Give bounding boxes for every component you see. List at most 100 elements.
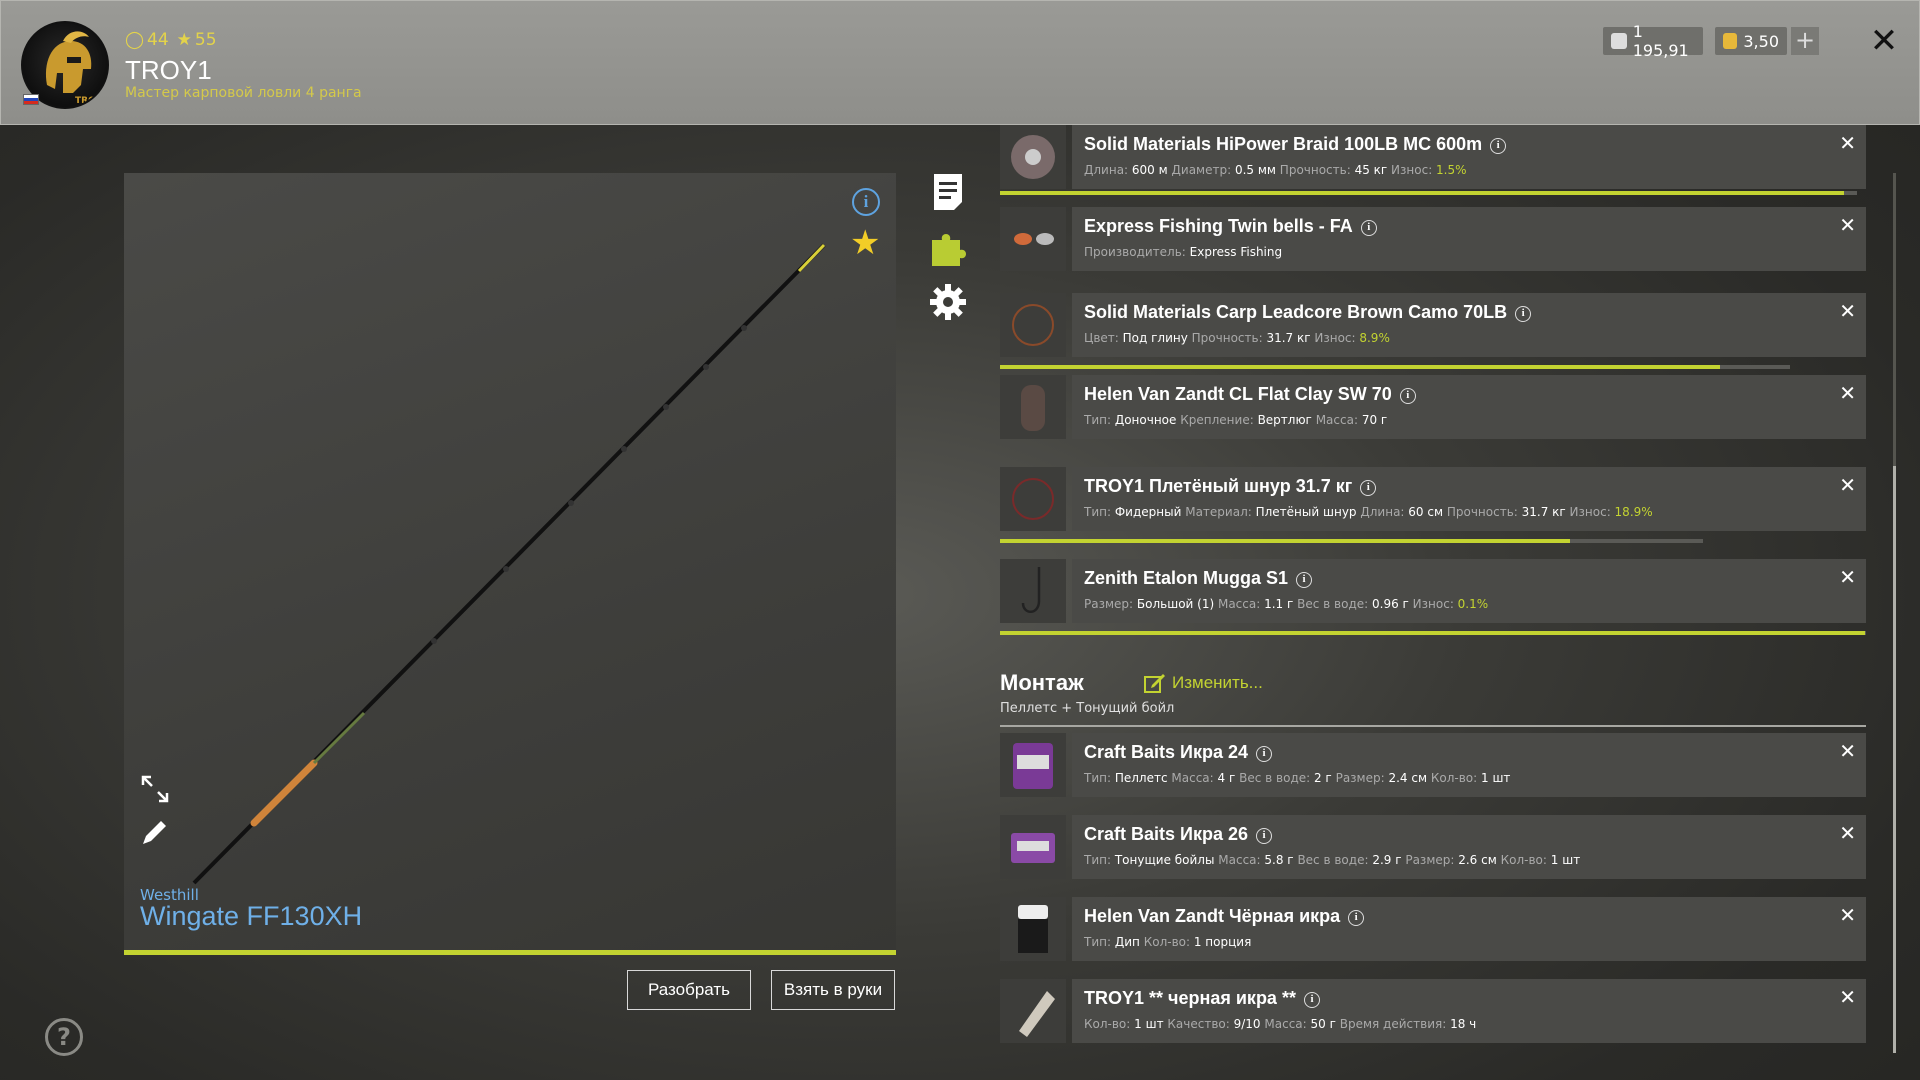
add-currency-button[interactable]: + [1791,27,1819,55]
prop-label: Тип: [1084,413,1115,427]
wear-bar-fill [1000,539,1571,543]
info-icon[interactable]: i [1296,572,1313,588]
player-rank: Мастер карповой ловли 4 ранга [125,85,362,101]
help-icon[interactable]: ? [45,1018,83,1056]
scrollbar-thumb[interactable] [1893,466,1896,1053]
remove-item-button[interactable]: ✕ [1839,903,1856,927]
tackle-item-body: TROY1 ** черная икра ** i Кол-во: 1 шт Ка… [1072,979,1866,1043]
gear-icon[interactable] [928,282,968,322]
info-icon[interactable]: i [1399,388,1416,404]
player-name: TROY1 [125,55,212,85]
prop-label: Крепление: [1180,413,1258,427]
bait-item[interactable]: TROY1 ** черная икра ** i Кол-во: 1 шт Ка… [1000,979,1866,1043]
tackle-item-title: Solid Materials Carp Leadcore Brown Camo… [1084,302,1532,323]
prop-value: 0.96 г [1372,597,1409,611]
prop-label: Кол-во: [1500,853,1551,867]
tackle-item-line[interactable]: Solid Materials HiPower Braid 100LB MC 6… [1000,125,1866,189]
remove-item-button[interactable]: ✕ [1839,565,1856,589]
prop-label: Кол-во: [1430,771,1481,785]
prop-label: Кол-во: [1084,1017,1135,1031]
remove-item-button[interactable]: ✕ [1839,821,1856,845]
expand-icon[interactable] [139,773,171,805]
level-value: 44 [147,30,169,50]
prop-label: Вес в воде: [1239,771,1314,785]
prop-value: 2.4 см [1388,771,1428,785]
remove-item-button[interactable]: ✕ [1839,739,1856,763]
tackle-item-props: Цвет: Под глину Прочность: 31.7 кг Износ… [1084,331,1390,345]
prop-label: Масса: [1315,413,1362,427]
prop-value: 45 кг [1354,163,1388,177]
tackle-item-props: Производитель: Express Fishing [1084,245,1282,259]
pencil-icon[interactable] [139,816,171,848]
remove-item-button[interactable]: ✕ [1839,985,1856,1009]
mount-edit-button[interactable]: Изменить... [1144,673,1263,693]
leader-thumb [1000,467,1066,531]
puzzle-icon[interactable] [928,226,968,266]
favorite-star-icon[interactable]: ★ [850,223,881,263]
prop-value: 31.7 кг [1521,505,1566,519]
prop-value: Плетёный шнур [1255,505,1357,519]
prop-label: Масса: [1217,597,1265,611]
prop-label: Вес в воде: [1297,597,1372,611]
remove-item-button[interactable]: ✕ [1839,473,1856,497]
wear-bar [1000,539,1703,543]
edit-icon [1144,674,1165,693]
info-icon[interactable]: i [1360,480,1377,496]
remove-item-button[interactable]: ✕ [1839,131,1856,155]
info-icon[interactable]: i [1256,746,1272,762]
list-scrollbar[interactable] [1893,173,1896,1053]
wear-label: Износ: [1314,331,1360,345]
info-icon[interactable]: i [1303,992,1320,1008]
info-icon[interactable]: i [1360,220,1377,236]
rod-info-icon[interactable]: i [852,188,880,216]
disassemble-button[interactable]: Разобрать [627,970,751,1010]
prop-value: 2 г [1313,771,1332,785]
info-icon[interactable]: i [1490,138,1507,154]
info-icon[interactable]: i [1256,828,1272,844]
wear-label: Износ: [1569,505,1615,519]
tackle-item-title: TROY1 ** черная икра ** i [1084,988,1320,1009]
tackle-item-props: Кол-во: 1 шт Качество: 9/10 Масса: 50 г … [1084,1017,1476,1031]
line-spool-thumb [1000,125,1066,189]
remove-item-button[interactable]: ✕ [1839,381,1856,405]
tackle-item-title-text: Craft Baits Икра 24 [1084,742,1248,762]
gold-coins-icon [1723,33,1738,49]
prop-value: 70 г [1361,413,1388,427]
rod-brand: Westhill [140,886,199,904]
prop-value: 9/10 [1233,1017,1261,1031]
wear-value: 18.9% [1614,505,1653,519]
prop-label: Тип: [1084,853,1115,867]
document-icon[interactable] [928,172,968,212]
tackle-item-leadcore[interactable]: Solid Materials Carp Leadcore Brown Camo… [1000,293,1866,357]
prop-label: Длина: [1084,163,1132,177]
tackle-item-title-text: Zenith Etalon Mugga S1 [1084,568,1289,588]
rod-model: Wingate FF130XH [140,901,363,931]
prop-value: Фидерный [1114,505,1182,519]
gold-amount: 3,50 [1743,31,1779,51]
info-icon[interactable]: i [1348,910,1365,926]
stars-value: 55 [194,30,217,50]
wear-value: 8.9% [1359,331,1390,345]
prop-label: Прочность: [1279,163,1355,177]
star-level-icon: ★ [176,30,192,50]
tackle-item-title-text: TROY1 ** черная икра ** [1084,988,1296,1008]
info-icon[interactable]: i [1515,306,1532,322]
remove-item-button[interactable]: ✕ [1839,299,1856,323]
silver-coins-icon [1611,33,1627,49]
close-button[interactable]: ✕ [1869,21,1899,61]
remove-item-button[interactable]: ✕ [1839,213,1856,237]
take-in-hands-button[interactable]: Взять в руки [771,970,895,1010]
tackle-item-title-text: TROY1 Плетёный шнур 31.7 кг [1084,476,1353,496]
prop-value: Большой (1) [1136,597,1215,611]
